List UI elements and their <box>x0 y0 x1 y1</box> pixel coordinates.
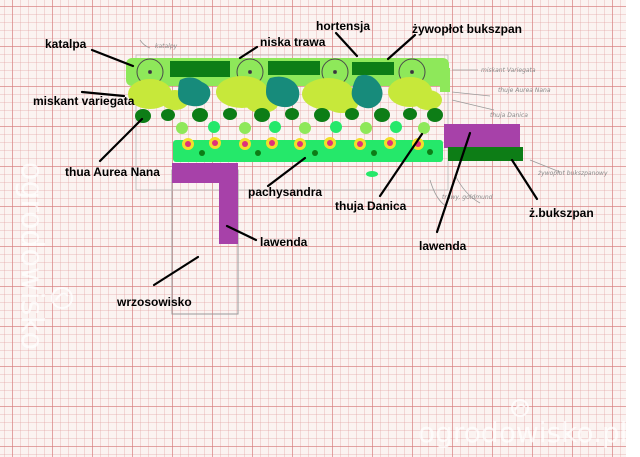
boxwood-hedge-right <box>448 147 523 161</box>
miscanthus-clumps <box>128 76 442 113</box>
lavender-bed-right <box>444 124 520 148</box>
thuja-danica-row <box>176 121 430 134</box>
label-zywoplot-bukszpan: żywopłot bukszpan <box>412 22 522 36</box>
lavender-bed-left <box>172 163 238 244</box>
watermark-logo-left <box>51 287 73 309</box>
pencil-bed-outline <box>135 54 449 191</box>
note-trawy: trawy, goldmund <box>442 194 493 201</box>
pachysandra-dark-dots <box>199 149 433 156</box>
leader-lines <box>80 31 539 287</box>
watermark-bottom: ogrodowisko.pl <box>418 416 627 449</box>
label-lawenda-left: lawenda <box>260 235 308 249</box>
note-thuje-aurea: thuje Aurea Nana <box>498 87 551 94</box>
label-miskant-variegata: miskant variegata <box>33 94 135 108</box>
flower-dots <box>182 137 424 150</box>
label-pachysandra: pachysandra <box>248 185 322 199</box>
label-hortensja: hortensja <box>316 19 370 33</box>
note-thuja-danica: thuja Danica <box>490 112 528 119</box>
label-lawenda-right: lawenda <box>419 239 467 253</box>
boxwood-hedge-segment <box>352 62 394 75</box>
boxwood-hedge-segment <box>170 61 230 77</box>
watermark-logo-bottom <box>511 399 529 417</box>
thuja-aurea-row <box>135 108 443 123</box>
note-katalpy: katalpy <box>155 43 178 50</box>
label-z-bukszpan: ż.bukszpan <box>529 206 594 220</box>
back-row-end <box>440 68 450 92</box>
label-thuja-danica: thuja Danica <box>335 199 407 213</box>
label-katalpa: katalpa <box>45 37 87 51</box>
pencil-sketch <box>139 39 561 207</box>
label-thua-aurea-nana: thua Aurea Nana <box>65 165 160 179</box>
note-zywoplot: żywopłot bukszpanowy <box>537 170 608 177</box>
hydrangea-blobs <box>178 74 383 109</box>
small-green-dot <box>366 171 378 177</box>
note-miskant: miskant Variegata <box>481 67 536 74</box>
pencil-notes: katalpy miskant Variegata thuje Aurea Na… <box>155 43 608 201</box>
watermark-vertical: ogrodowisko <box>14 162 49 350</box>
label-niska-trawa: niska trawa <box>260 35 326 49</box>
boxwood-hedge-segment <box>268 61 320 75</box>
plant-labels: katalpa niska trawa hortensja żywopłot b… <box>33 19 594 309</box>
label-wrzosowisko: wrzosowisko <box>116 295 192 309</box>
